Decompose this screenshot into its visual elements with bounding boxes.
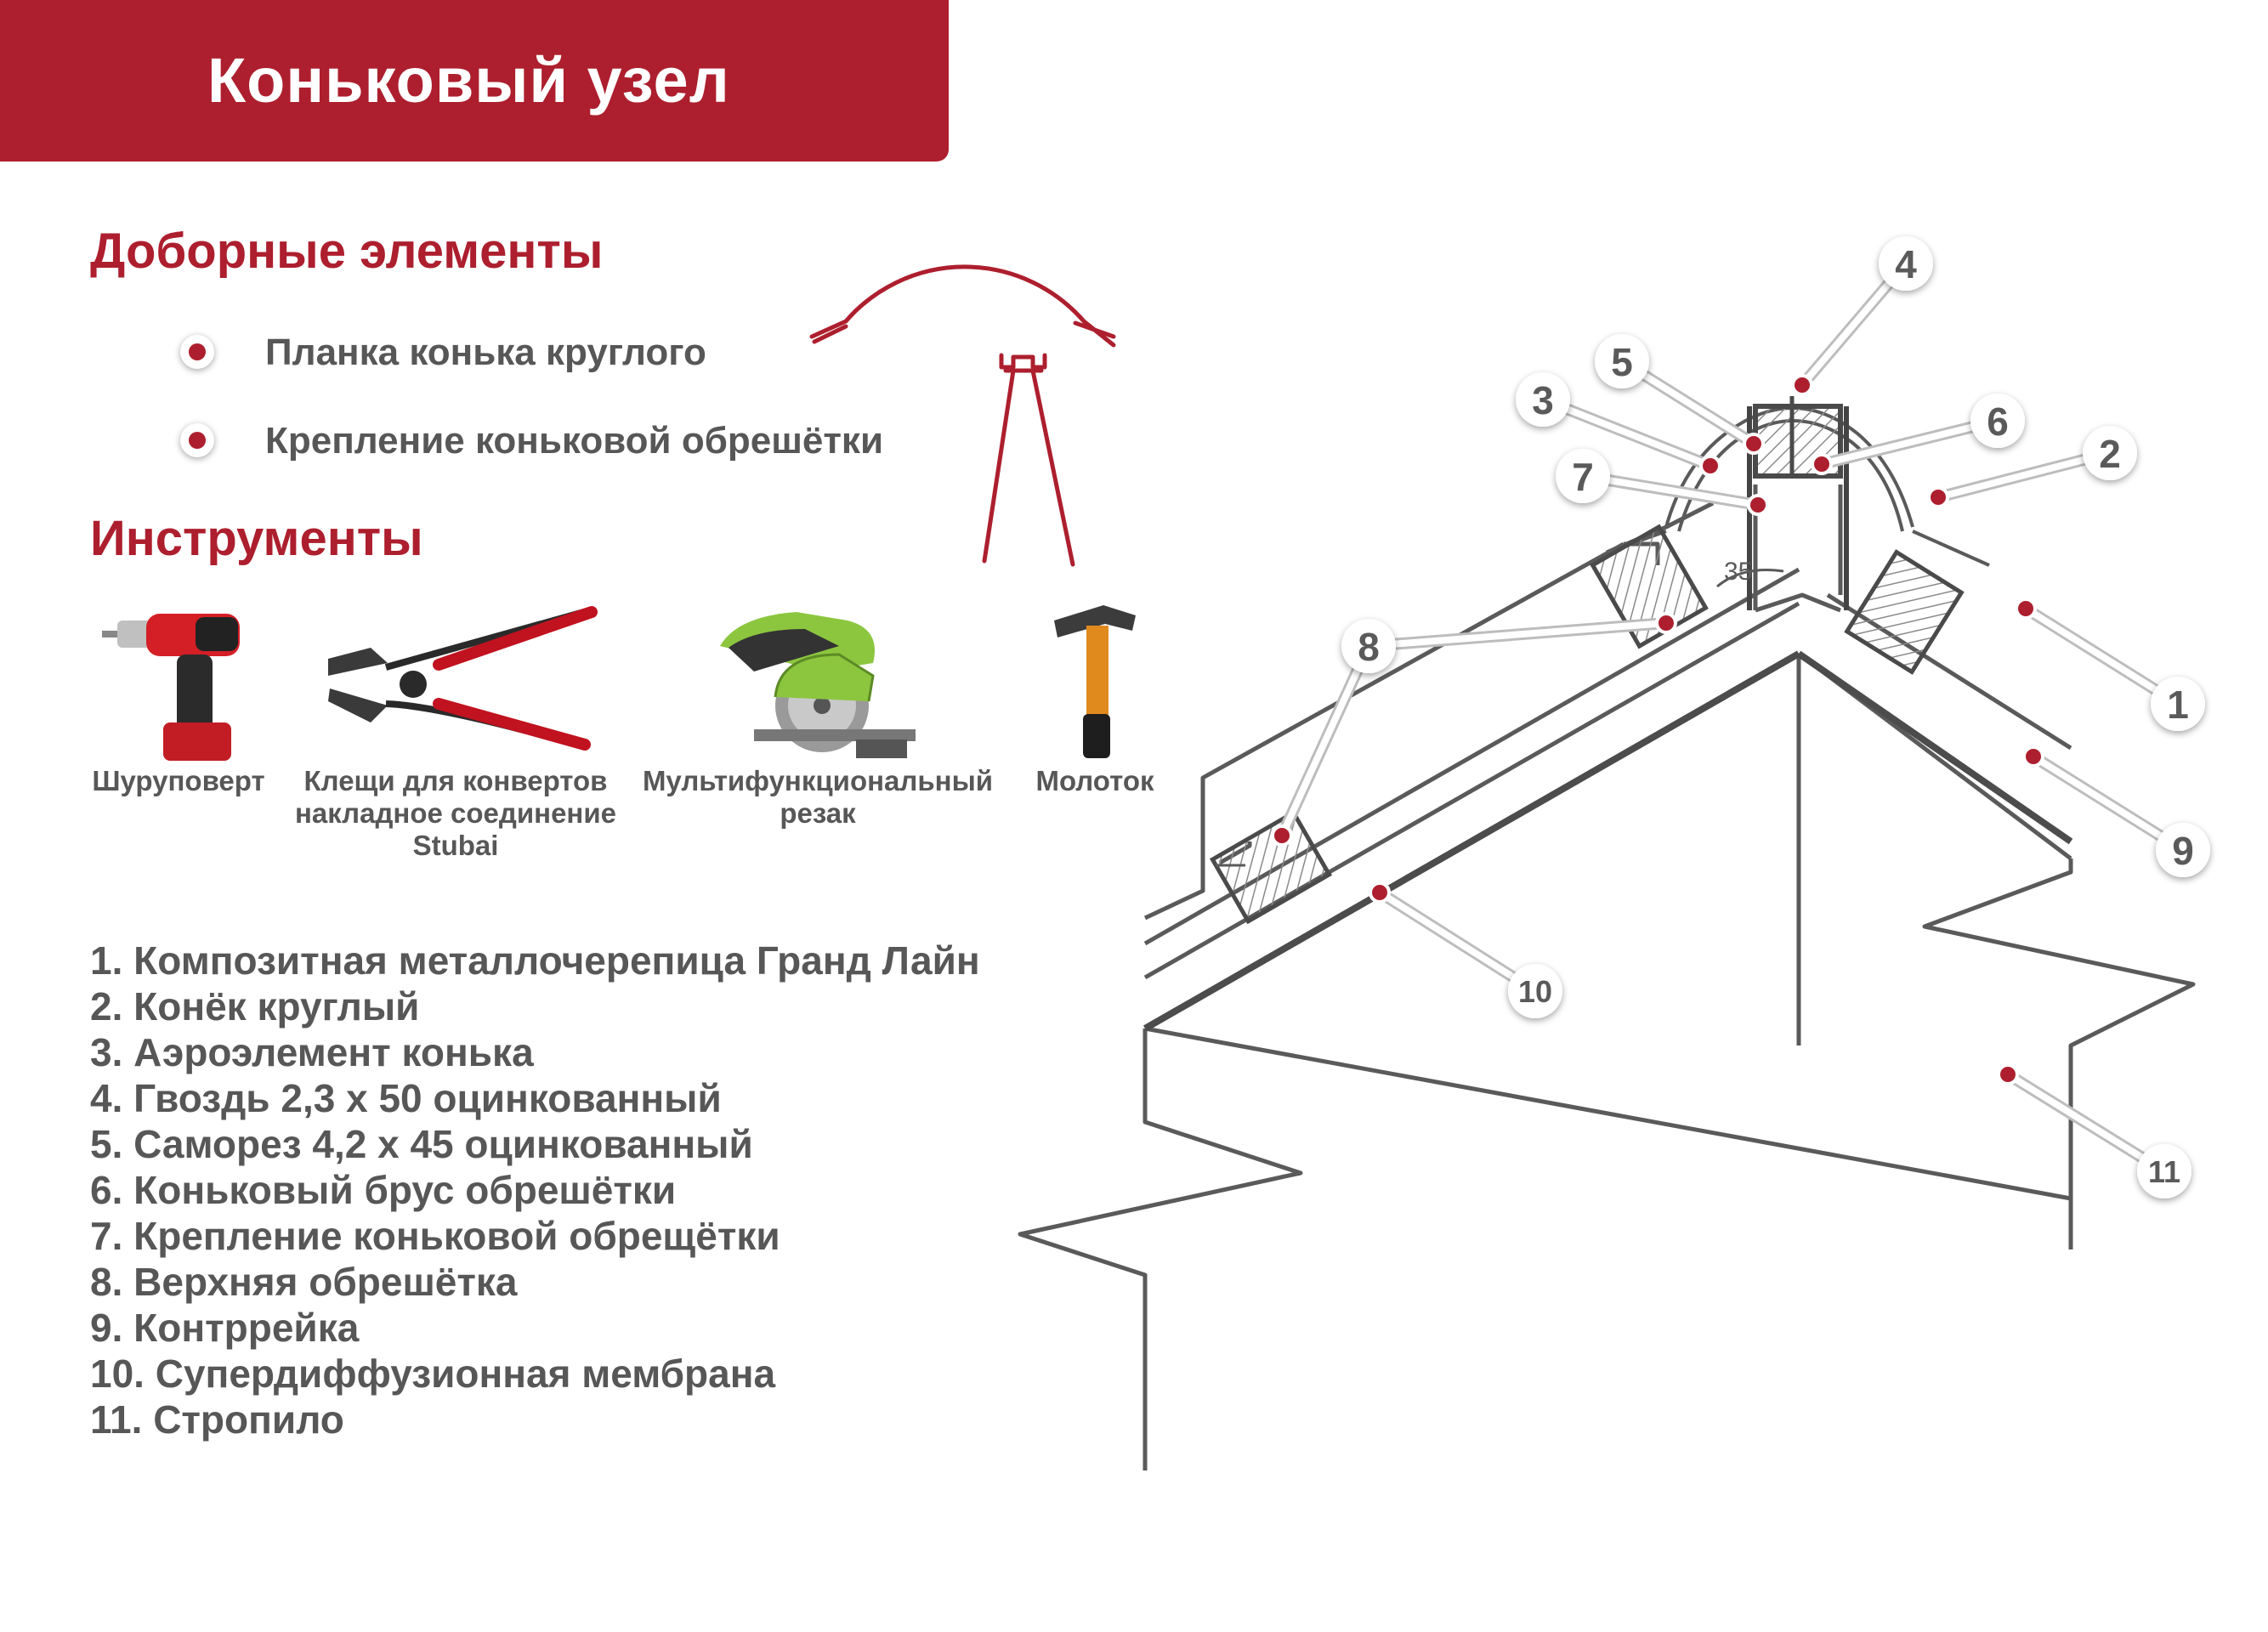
bullet-icon xyxy=(180,423,214,457)
screwdriver-icon xyxy=(102,614,240,761)
tool-label: Мультифункциональный резак xyxy=(642,765,994,829)
tool-screwdriver: Шуруповерт xyxy=(85,595,272,797)
ridge-batten-bracket-icon xyxy=(982,353,1075,567)
callout-4: 4 xyxy=(1879,236,1933,291)
svg-text:3: 3 xyxy=(1532,378,1554,422)
legend-item: 9. Контррейка xyxy=(90,1306,360,1350)
callout-2: 2 xyxy=(2083,426,2137,480)
callout-dots xyxy=(1271,374,2044,1085)
svg-text:2: 2 xyxy=(2099,432,2121,476)
tool-label: Молоток xyxy=(1035,765,1154,796)
svg-text:1: 1 xyxy=(2167,683,2189,727)
leader-lines xyxy=(1276,258,2189,1177)
legend-item: 2. Конёк круглый xyxy=(90,984,420,1028)
callout-badges: 1 2 3 4 5 6 7 8 9 10 11 xyxy=(1341,236,2210,1198)
svg-text:7: 7 xyxy=(1572,455,1594,499)
legend-item: 5. Саморез 4,2 x 45 оцинкованный xyxy=(90,1122,753,1166)
legend-item: 10. Супердиффузионная мембрана xyxy=(90,1352,776,1396)
svg-text:6: 6 xyxy=(1987,400,2009,444)
legend-list: 1. Композитная металлочерепица Гранд Лай… xyxy=(90,938,980,1442)
legend-item: 3. Аэроэлемент конька xyxy=(90,1030,534,1074)
pliers-icon xyxy=(328,606,598,751)
accessories-title: Доборные элементы xyxy=(90,224,604,279)
svg-text:5: 5 xyxy=(1611,340,1633,384)
svg-text:9: 9 xyxy=(2172,829,2194,873)
upper-batten-right xyxy=(1844,549,1965,675)
legend-item: 4. Гвоздь 2,3 x 50 оцинкованный xyxy=(90,1076,722,1120)
round-ridge-plank-icon xyxy=(809,264,1116,348)
tool-saw: Мультифункциональный резак xyxy=(639,595,996,830)
svg-text:8: 8 xyxy=(1358,625,1380,669)
tool-label: Клещи для конвертов накладное соединение… xyxy=(294,765,617,861)
legend-item: 1. Композитная металлочерепица Гранд Лай… xyxy=(90,938,980,983)
callout-6: 6 xyxy=(1970,394,2025,448)
hammer-icon xyxy=(1054,605,1136,758)
tool-label: Шуруповерт xyxy=(92,765,265,796)
svg-text:35: 35 xyxy=(1724,558,1752,586)
svg-text:4: 4 xyxy=(1895,242,1917,286)
angle-mark: 35 xyxy=(1716,558,1784,588)
bullet-icon xyxy=(180,335,214,369)
page-title: Коньковый узел xyxy=(207,45,730,116)
tools-title: Инструменты xyxy=(90,511,423,566)
legend-item: 6. Коньковый брус обрешётки xyxy=(90,1168,677,1212)
saw-icon xyxy=(720,612,916,758)
tool-pliers: Клещи для конвертов накладное соединение… xyxy=(286,595,626,862)
callout-1: 1 xyxy=(2151,677,2205,731)
callout-7: 7 xyxy=(1556,449,1610,503)
callout-11: 11 xyxy=(2137,1144,2191,1198)
tool-hammer: Молоток xyxy=(1018,595,1171,797)
legend-item: 8. Верхняя обрешётка xyxy=(90,1260,518,1304)
legend-item: 7. Крепление коньковой обрещётки xyxy=(90,1214,780,1258)
upper-batten-low xyxy=(1209,809,1333,925)
callout-10: 10 xyxy=(1508,964,1562,1018)
accessory-label: Крепление коньковой обрешётки xyxy=(265,420,883,462)
accessory-label: Планка конька круглого xyxy=(265,332,706,373)
legend-item: 11. Стропило xyxy=(90,1397,344,1442)
svg-text:11: 11 xyxy=(2148,1154,2180,1189)
callout-9: 9 xyxy=(2156,823,2210,877)
callout-8: 8 xyxy=(1341,619,1396,673)
header-banner: Коньковый узел xyxy=(0,0,949,162)
callout-5: 5 xyxy=(1595,334,1649,388)
callout-3: 3 xyxy=(1516,372,1570,427)
svg-text:10: 10 xyxy=(1518,974,1552,1009)
